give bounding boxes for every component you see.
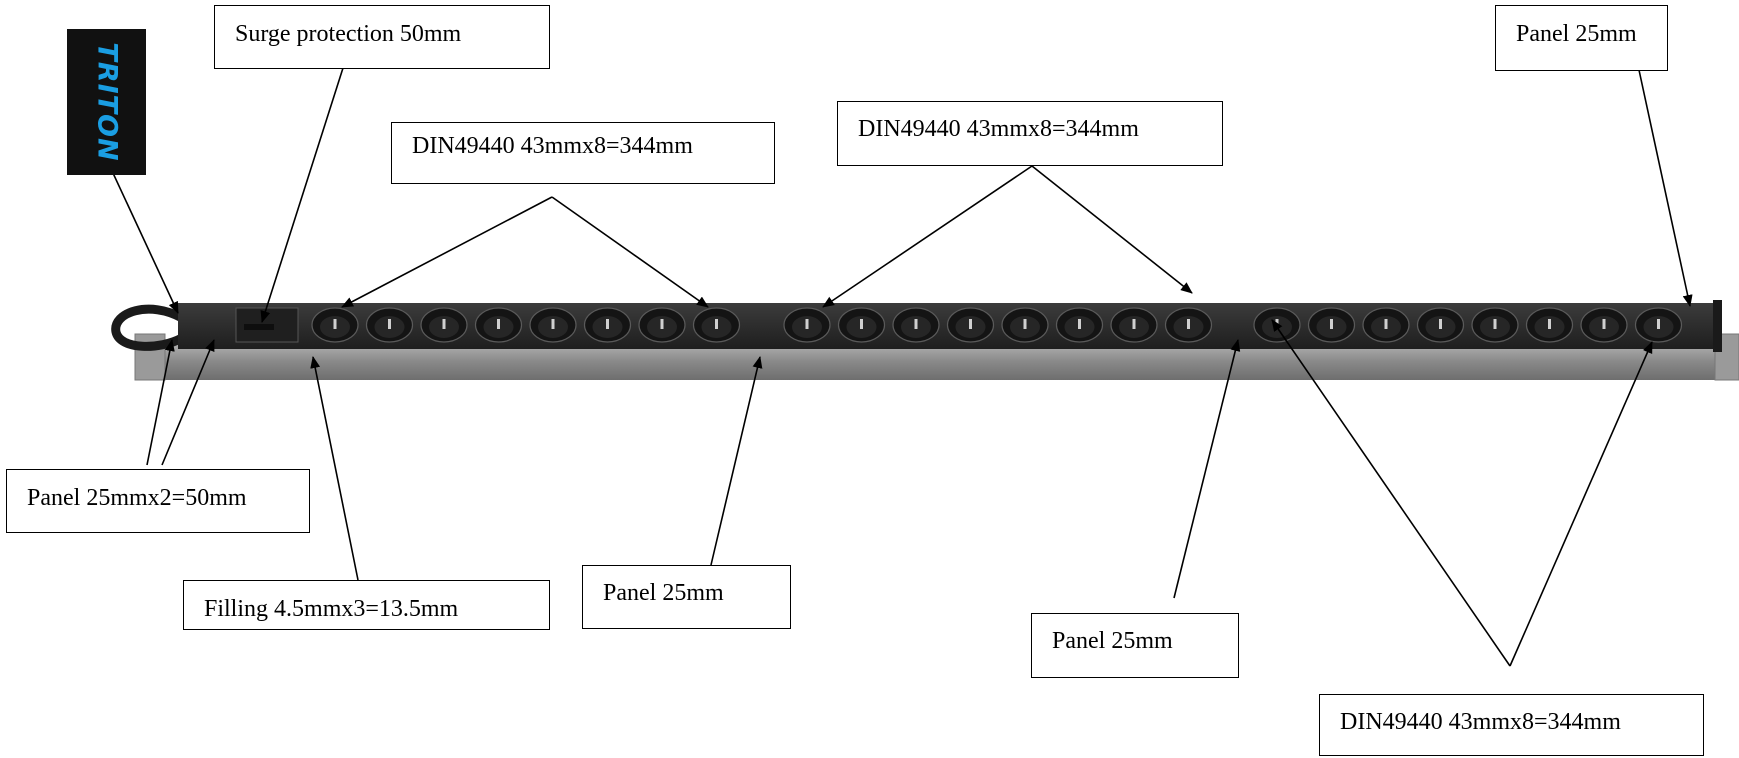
- din-socket: [692, 307, 741, 343]
- sockets: [311, 307, 1683, 343]
- leader-panel-top-right: [1638, 69, 1693, 307]
- leader-din3-a: [1271, 319, 1511, 667]
- din-socket: [1055, 307, 1104, 343]
- din-socket: [638, 307, 686, 343]
- din-socket: [892, 307, 940, 343]
- din-socket: [1307, 307, 1356, 343]
- power-cord: [111, 304, 185, 351]
- din-socket: [1471, 307, 1519, 343]
- leader-din2-b: [1031, 165, 1193, 294]
- label-din-group-1: DIN49440 43mmx8=344mm: [391, 122, 775, 184]
- leader-filling: [310, 356, 359, 581]
- din-socket: [1164, 307, 1213, 343]
- label-panel-mid-2: Panel 25mm: [1031, 613, 1239, 678]
- label-panel-top-right: Panel 25mm: [1495, 5, 1668, 71]
- pdu-right-cap: [1713, 300, 1722, 352]
- leader-panel-mid-1: [710, 356, 763, 566]
- din-socket: [474, 307, 523, 343]
- din-socket: [1001, 307, 1049, 343]
- din-socket: [365, 307, 414, 343]
- din-socket: [1416, 307, 1465, 343]
- leader-panel-mid-2: [1173, 339, 1241, 599]
- din-socket: [583, 307, 632, 343]
- leader-panel-left-b: [161, 339, 215, 466]
- triton-logo-text: TRITON: [91, 42, 122, 162]
- surge-indicator: [244, 324, 274, 330]
- din-socket: [1634, 307, 1683, 343]
- label-panel-left: Panel 25mmx2=50mm: [6, 469, 310, 533]
- din-socket: [1580, 307, 1628, 343]
- leader-lines: [105, 67, 1693, 667]
- label-panel-mid-1: Panel 25mm: [582, 565, 791, 629]
- din-socket: [1253, 307, 1301, 343]
- leader-din1-b: [551, 196, 709, 308]
- din-socket: [1525, 307, 1574, 343]
- label-din-group-2: DIN49440 43mmx8=344mm: [837, 101, 1223, 166]
- leader-logo: [105, 157, 179, 314]
- pdu-power-strip: [111, 300, 1739, 381]
- leader-surge: [260, 67, 344, 323]
- label-filling: Filling 4.5mmx3=13.5mm: [183, 580, 550, 630]
- leader-panel-left-a: [146, 339, 175, 466]
- label-din-group-3: DIN49440 43mmx8=344mm: [1319, 694, 1704, 756]
- din-socket: [946, 307, 995, 343]
- label-surge-protection: Surge protection 50mm: [214, 5, 550, 69]
- din-socket: [837, 307, 886, 343]
- din-socket: [311, 307, 359, 343]
- leader-din3-b: [1509, 341, 1653, 667]
- din-socket: [1362, 307, 1410, 343]
- din-socket: [1110, 307, 1158, 343]
- leader-din1-a: [341, 196, 553, 308]
- din-socket: [783, 307, 831, 343]
- leader-din2-a: [822, 165, 1033, 308]
- mounting-bracket-right: [1714, 333, 1739, 381]
- triton-logo: TRITON: [67, 29, 146, 175]
- din-socket: [529, 307, 577, 343]
- din-socket: [420, 307, 468, 343]
